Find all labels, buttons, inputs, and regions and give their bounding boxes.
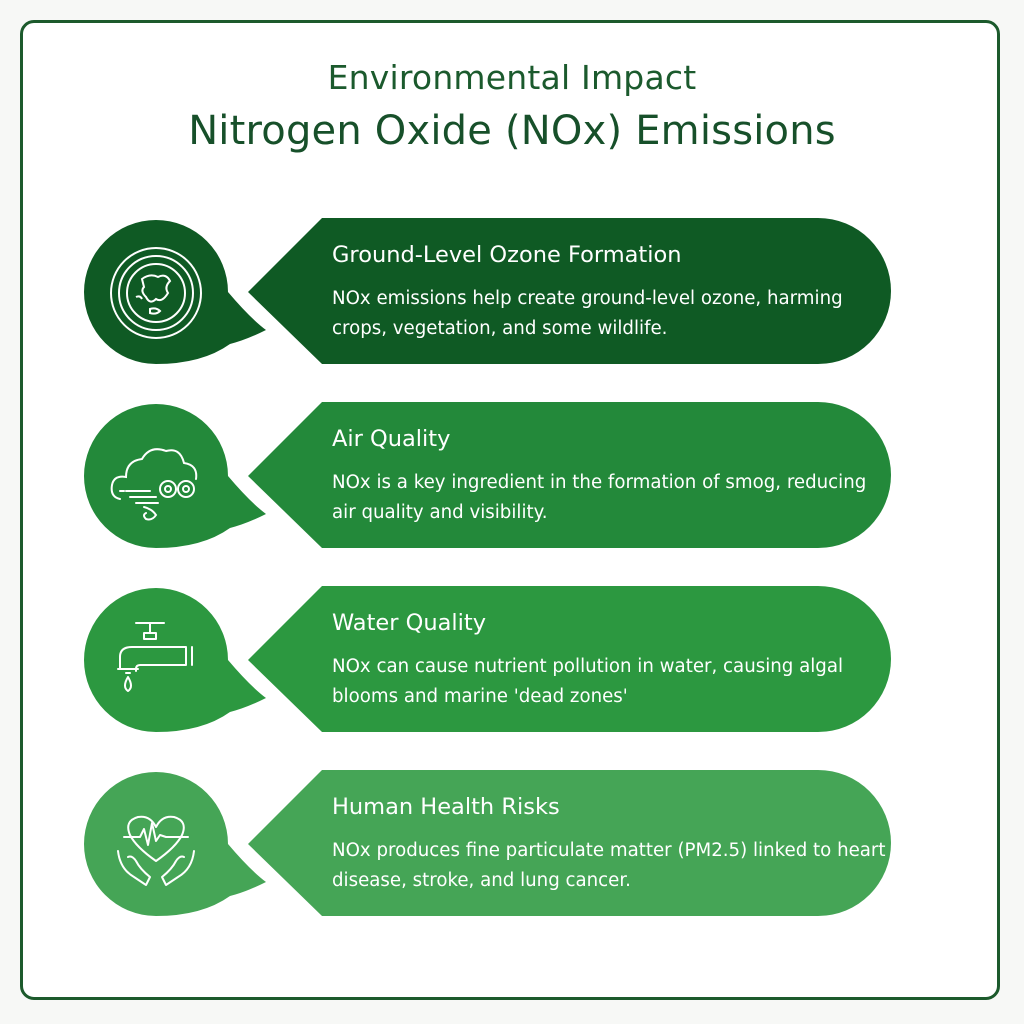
item-title: Air Quality [332, 426, 451, 452]
faucet-icon [117, 622, 193, 692]
heart-hands-icon [117, 815, 195, 886]
impact-item-water-quality: Water Quality NOx can cause nutrient pol… [72, 586, 892, 732]
impact-item-air-quality: Air Quality NOx is a key ingredient in t… [72, 402, 892, 548]
impact-item-health: Human Health Risks NOx produces fine par… [72, 770, 892, 916]
item-description: NOx produces fine particulate matter (PM… [332, 840, 886, 891]
page-title: Nitrogen Oxide (NOx) Emissions [188, 108, 836, 154]
item-description: NOx is a key ingredient in the formation… [332, 472, 867, 523]
cloud-smog-icon [110, 448, 198, 521]
item-title: Ground-Level Ozone Formation [332, 242, 682, 268]
item-title: Human Health Risks [332, 794, 560, 820]
globe-icon [110, 247, 202, 339]
item-description: NOx can cause nutrient pollution in wate… [332, 656, 844, 707]
impact-item-ozone: Ground-Level Ozone Formation NOx emissio… [72, 218, 892, 364]
page-subtitle: Environmental Impact [327, 58, 697, 97]
item-description: NOx emissions help create ground-level o… [332, 288, 843, 339]
item-shape [84, 586, 891, 732]
item-shape [84, 402, 891, 548]
item-title: Water Quality [332, 610, 487, 636]
